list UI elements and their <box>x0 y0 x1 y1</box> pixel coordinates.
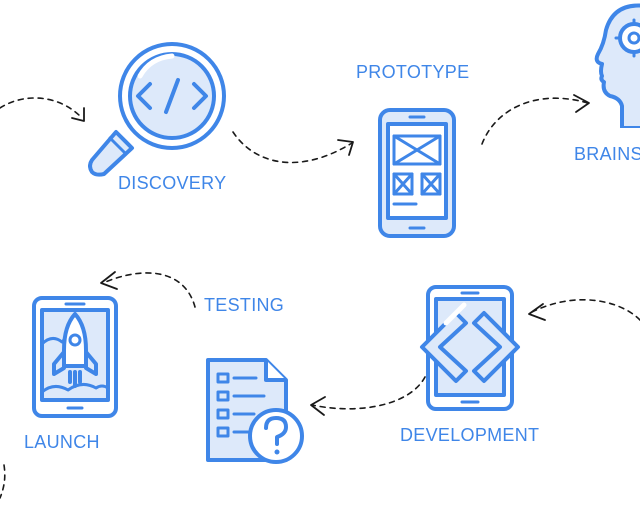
label-development: DEVELOPMENT <box>400 425 540 445</box>
magnifier-code-icon <box>88 42 226 177</box>
phone-rocket-icon <box>32 296 118 418</box>
label-discovery: DISCOVERY <box>118 173 227 193</box>
label-prototype: PROTOTYPE <box>356 62 470 82</box>
label-testing: TESTING <box>204 295 285 315</box>
phone-wireframe-icon <box>378 108 456 238</box>
tablet-code-icon <box>420 285 520 411</box>
label-brainstorm: BRAINS <box>574 144 640 164</box>
label-launch: LAUNCH <box>24 432 100 452</box>
document-question-icon <box>206 358 304 464</box>
head-gears-icon <box>594 3 640 128</box>
magnifier-handle <box>88 130 134 177</box>
